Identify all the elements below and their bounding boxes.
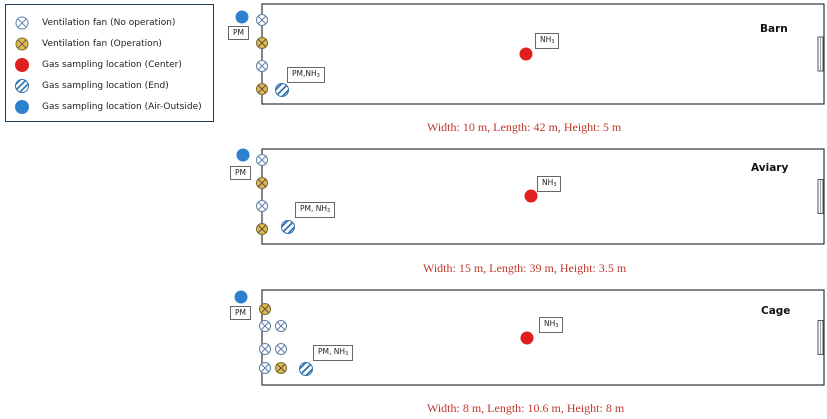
legend-label-center: Gas sampling location (Center): [42, 60, 182, 70]
fan-cage-2: [259, 320, 271, 332]
legend-label-outside: Gas sampling location (Air-Outside): [42, 102, 202, 112]
center-label-cage: NH3: [539, 317, 564, 333]
fan-aviary-3: [256, 200, 268, 212]
fan-barn-3: [256, 60, 268, 72]
center-sampling-aviary: [524, 189, 538, 203]
fan-cage-1: [259, 303, 271, 315]
fan-barn-2: [256, 37, 268, 49]
pm-label-cage: PM: [230, 306, 251, 320]
legend-item-center: Gas sampling location (Center): [14, 57, 182, 73]
building-name-aviary: Aviary: [751, 162, 789, 174]
legend-label-fan-off: Ventilation fan (No operation): [42, 18, 176, 28]
building-outline-barn: [261, 3, 825, 105]
center-label-aviary: NH3: [537, 176, 562, 192]
caption-barn: Width: 10 m, Length: 42 m, Height: 5 m: [427, 120, 622, 134]
center-sampling-icon: [15, 58, 29, 72]
fan-cage-7: [275, 362, 287, 374]
legend-item-fan-off: Ventilation fan (No operation): [14, 15, 175, 31]
fan-cage-4: [259, 343, 271, 355]
legend-box: Ventilation fan (No operation) Ventilati…: [5, 4, 214, 122]
building-name-barn: Barn: [760, 23, 788, 35]
fan-aviary-2: [256, 177, 268, 189]
caption-aviary: Width: 15 m, Length: 39 m, Height: 3.5 m: [423, 261, 627, 275]
center-sampling-barn: [519, 47, 533, 61]
legend-item-outside: Gas sampling location (Air-Outside): [14, 99, 202, 115]
fan-on-icon: [15, 37, 29, 51]
outside-sampling-cage: [234, 290, 248, 304]
legend-item-fan-on: Ventilation fan (Operation): [14, 36, 162, 52]
end-label-cage: PM, NH3: [313, 345, 354, 361]
fan-aviary-4: [256, 223, 268, 235]
legend-item-end: Gas sampling location (End): [14, 78, 169, 94]
legend-label-fan-on: Ventilation fan (Operation): [42, 39, 162, 49]
legend-label-end: Gas sampling location (End): [42, 81, 169, 91]
fan-cage-6: [259, 362, 271, 374]
caption-cage: Width: 8 m, Length: 10.6 m, Height: 8 m: [427, 401, 625, 415]
fan-barn-1: [256, 14, 268, 26]
building-outline-aviary: [261, 148, 825, 245]
fan-barn-4: [256, 83, 268, 95]
fan-aviary-1: [256, 154, 268, 166]
pm-label-aviary: PM: [230, 166, 251, 180]
center-sampling-cage: [520, 331, 534, 345]
outside-sampling-icon: [15, 100, 29, 114]
outside-sampling-barn: [235, 10, 249, 24]
end-label-aviary: PM, NH3: [295, 202, 336, 218]
pm-label-barn: PM: [228, 26, 249, 40]
center-label-barn: NH3: [535, 33, 560, 49]
fan-cage-3: [275, 320, 287, 332]
end-sampling-icon: [15, 79, 29, 93]
fan-off-icon: [15, 16, 29, 30]
building-outline-cage: [261, 289, 825, 386]
fan-cage-5: [275, 343, 287, 355]
outside-sampling-aviary: [236, 148, 250, 162]
building-name-cage: Cage: [761, 305, 791, 317]
end-label-barn: PM,NH3: [287, 67, 325, 83]
